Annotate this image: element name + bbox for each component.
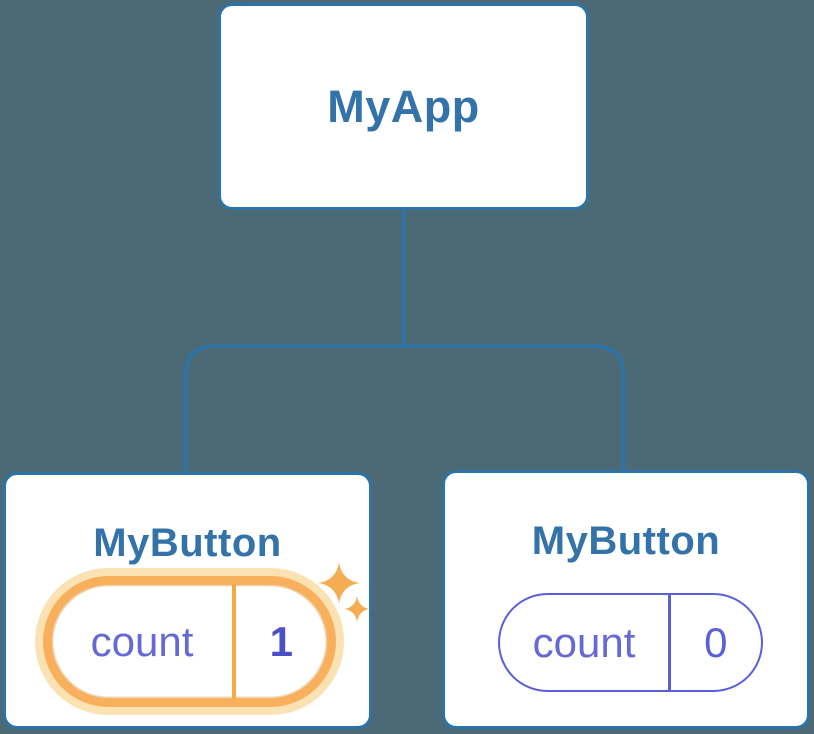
state-value: 1 (269, 617, 293, 665)
state-key-label: count (532, 618, 636, 666)
state-pill-highlighted: count 1 (43, 576, 336, 707)
state-value-cell: 1 (236, 585, 328, 698)
state-pill: count 0 (498, 593, 763, 692)
state-value-cell: 0 (671, 595, 762, 690)
component-node-mybutton-right: MyButton count 0 (442, 470, 810, 729)
state-key-cell: count (52, 585, 232, 698)
node-label-mybutton-right: MyButton (531, 519, 721, 563)
sparkle-icon-small (344, 596, 370, 622)
state-value: 0 (704, 618, 728, 666)
node-label-mybutton-left: MyButton (93, 521, 282, 565)
connector-branch-bracket (183, 344, 626, 471)
pill-divider (232, 585, 236, 698)
component-node-mybutton-left: MyButton count 1 (3, 472, 372, 729)
state-key-label: count (90, 617, 194, 665)
node-label-myapp: MyApp (327, 80, 480, 132)
component-node-myapp: MyApp (218, 3, 589, 210)
sparkle-icon-large (318, 562, 360, 604)
state-key-cell: count (500, 595, 668, 690)
pill-divider (668, 595, 671, 690)
